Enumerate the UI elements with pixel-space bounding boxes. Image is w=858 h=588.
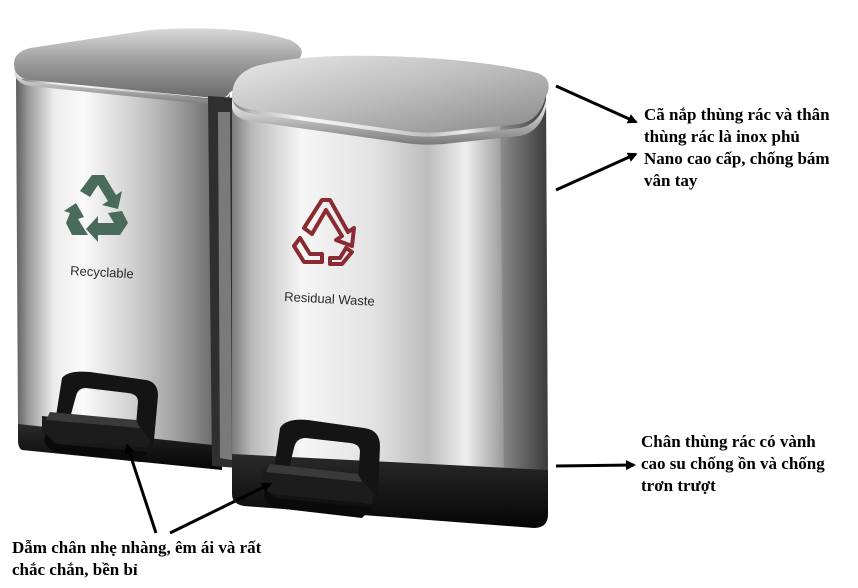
annotation-line: chắc chắn, bền bỉ [12, 560, 138, 579]
recycle-icon [64, 175, 128, 242]
annotation-line: thùng rác là inox phủ [644, 127, 800, 146]
recycle-label: Recyclable [70, 263, 134, 281]
annotation-line: vân tay [644, 171, 698, 190]
right-bin: Residual Waste [232, 55, 549, 528]
left-pedal [41, 371, 158, 462]
arrow-base [555, 460, 636, 471]
right-bin-body [232, 86, 548, 492]
annotation-line: Dẫm chân nhẹ nhàng, êm ái và rất [12, 538, 262, 557]
arrow-pedal-left [124, 443, 158, 534]
right-bin-lid [232, 55, 549, 133]
annotation-line: Nano cao cấp, chống bám [644, 149, 830, 168]
annotation-line: cao su chống ồn và chống [641, 454, 825, 473]
left-bin-lid [14, 28, 302, 99]
left-bin-body [16, 78, 226, 452]
annotation-lid-material: Cã nắp thùng rác và thân thùng rác là in… [644, 104, 830, 192]
annotation-line: trơn trượt [641, 476, 716, 495]
residual-waste-icon [292, 198, 356, 266]
residual-waste-label: Residual Waste [284, 289, 375, 309]
annotation-rubber-base: Chân thùng rác có vành cao su chống ồn v… [641, 431, 825, 497]
annotation-line: Chân thùng rác có vành [641, 432, 816, 451]
annotation-pedal: Dẫm chân nhẹ nhàng, êm ái và rất chắc ch… [12, 537, 261, 581]
arrow-pedal-right [169, 482, 272, 535]
right-pedal [261, 419, 380, 518]
arrow-lid-top [555, 84, 638, 124]
arrow-lid-body [555, 152, 638, 192]
left-bin: Recyclable [14, 28, 302, 470]
annotation-line: Cã nắp thùng rác và thân [644, 105, 830, 124]
